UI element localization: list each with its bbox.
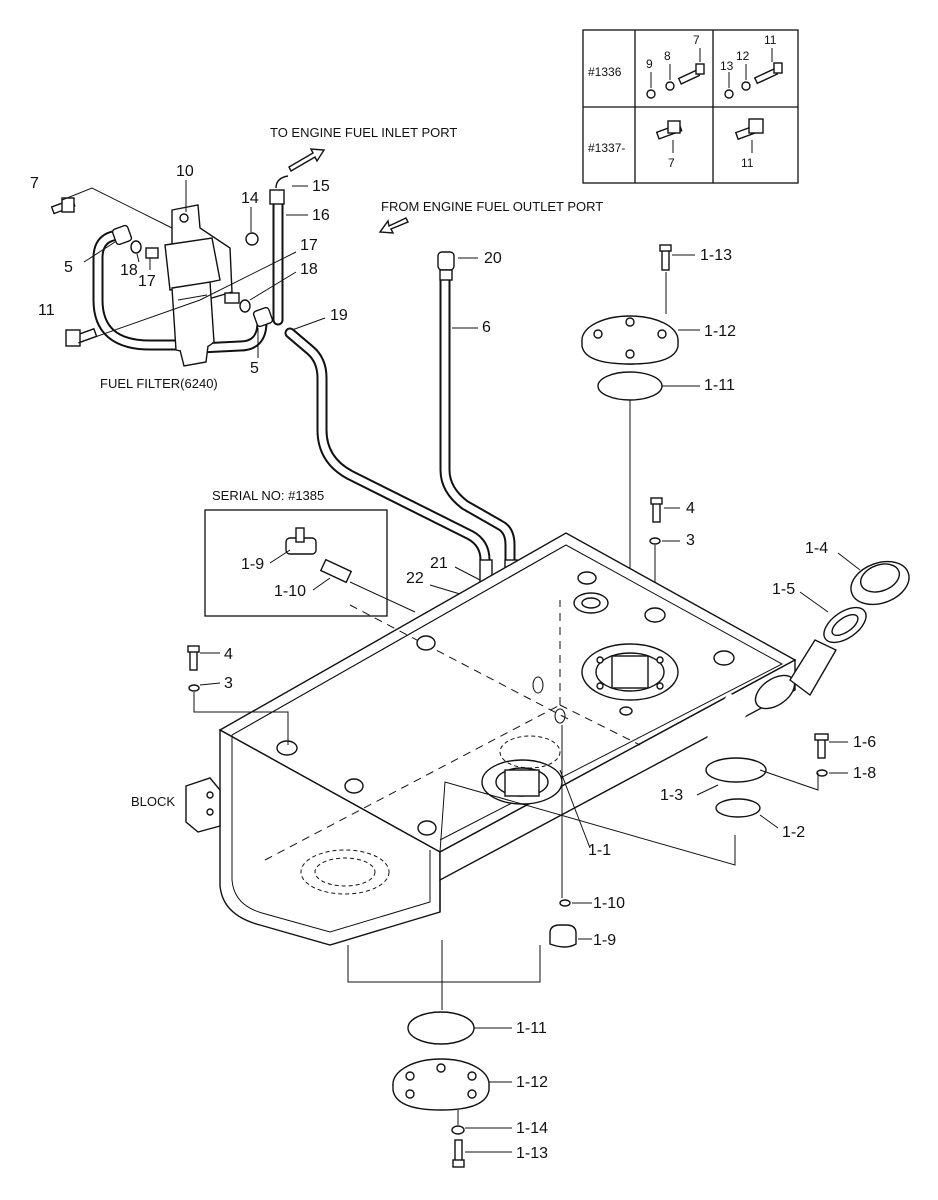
callout-1-6: 1-6 <box>853 734 876 751</box>
callout-4-right: 4 <box>686 500 695 517</box>
callout-15: 15 <box>312 178 330 195</box>
callout-22: 22 <box>406 570 424 587</box>
callout-5-bottom: 5 <box>250 360 259 377</box>
callout-16: 16 <box>312 207 330 224</box>
callout-1-12-top: 1-12 <box>704 323 736 340</box>
bolt-set-long-icon <box>724 48 783 99</box>
callout-1-10: 1-10 <box>593 895 625 912</box>
bottom-cover-parts <box>347 940 541 1168</box>
callout-1-13-top: 1-13 <box>700 247 732 264</box>
callout-3-left: 3 <box>224 675 233 692</box>
callout-1-9: 1-9 <box>593 932 616 949</box>
callout-1-1: 1-1 <box>588 842 611 859</box>
table-label-row2-7: 7 <box>668 156 675 170</box>
callout-1-4: 1-4 <box>805 540 828 557</box>
table-label-11: 11 <box>764 33 777 47</box>
bolt-washer-left <box>187 645 289 745</box>
callout-1-3: 1-3 <box>660 787 683 804</box>
table-label-13: 13 <box>720 59 734 73</box>
table-label-7: 7 <box>693 33 700 47</box>
serial-inset-caption: SERIAL NO: #1385 <box>212 488 324 503</box>
fuel-filter-caption: FUEL FILTER(6240) <box>100 376 218 391</box>
callout-7-filter: 7 <box>30 175 39 192</box>
callout-1-5: 1-5 <box>772 581 795 598</box>
flange-bolt-icon <box>655 120 683 153</box>
callout-1-11-top: 1-11 <box>704 377 735 394</box>
table-label-8: 8 <box>664 49 671 63</box>
callout-4-left: 4 <box>224 646 233 663</box>
callout-1-14: 1-14 <box>516 1120 548 1137</box>
top-cover-parts <box>581 244 700 650</box>
serial-inset-box <box>204 509 388 617</box>
table-label-row2-11: 11 <box>741 156 754 170</box>
callout-18-left: 18 <box>120 262 138 279</box>
serial-row1-label: #1336 <box>588 65 622 79</box>
to-engine-caption: TO ENGINE FUEL INLET PORT <box>270 125 457 140</box>
table-label-12: 12 <box>736 49 750 63</box>
fuel-filter-assembly <box>50 175 289 367</box>
callout-6: 6 <box>482 319 491 336</box>
callout-17-left: 17 <box>138 273 156 290</box>
serial-variant-table: #1336 #1337- 9 8 7 13 12 11 <box>582 29 799 184</box>
callout-5-left: 5 <box>64 259 73 276</box>
arrow-up-right-icon <box>288 148 326 172</box>
arrow-down-left-icon <box>378 217 409 234</box>
bolt-washer-right <box>649 497 680 610</box>
fuel-hoses <box>284 251 516 586</box>
callout-11-filter: 11 <box>38 302 55 319</box>
callout-20: 20 <box>484 250 502 267</box>
fuel-tank <box>185 532 797 946</box>
callout-1-9-inset: 1-9 <box>241 556 264 573</box>
callout-1-2: 1-2 <box>782 824 805 841</box>
filter-leaders <box>61 180 326 358</box>
callout-17-right: 17 <box>300 237 318 254</box>
serial-row2-label: #1337- <box>588 141 625 155</box>
drain-parts <box>549 725 592 948</box>
filler-neck <box>439 552 910 866</box>
flange-bolt-long-icon <box>734 118 764 153</box>
callout-1-8: 1-8 <box>853 765 876 782</box>
callout-18-right: 18 <box>300 261 318 278</box>
bolt-set-short-icon <box>646 48 705 99</box>
callout-1-11-bottom: 1-11 <box>516 1020 547 1037</box>
callout-1-12-bottom: 1-12 <box>516 1074 548 1091</box>
callout-21: 21 <box>430 555 448 572</box>
callout-10: 10 <box>176 163 194 180</box>
from-engine-caption: FROM ENGINE FUEL OUTLET PORT <box>381 199 603 214</box>
callout-1-10-inset: 1-10 <box>274 583 306 600</box>
callout-1-13-bottom: 1-13 <box>516 1145 548 1162</box>
callout-3-right: 3 <box>686 532 695 549</box>
table-label-9: 9 <box>646 57 653 71</box>
callout-14: 14 <box>241 190 259 207</box>
block-caption: BLOCK <box>131 794 175 809</box>
callout-19: 19 <box>330 307 348 324</box>
